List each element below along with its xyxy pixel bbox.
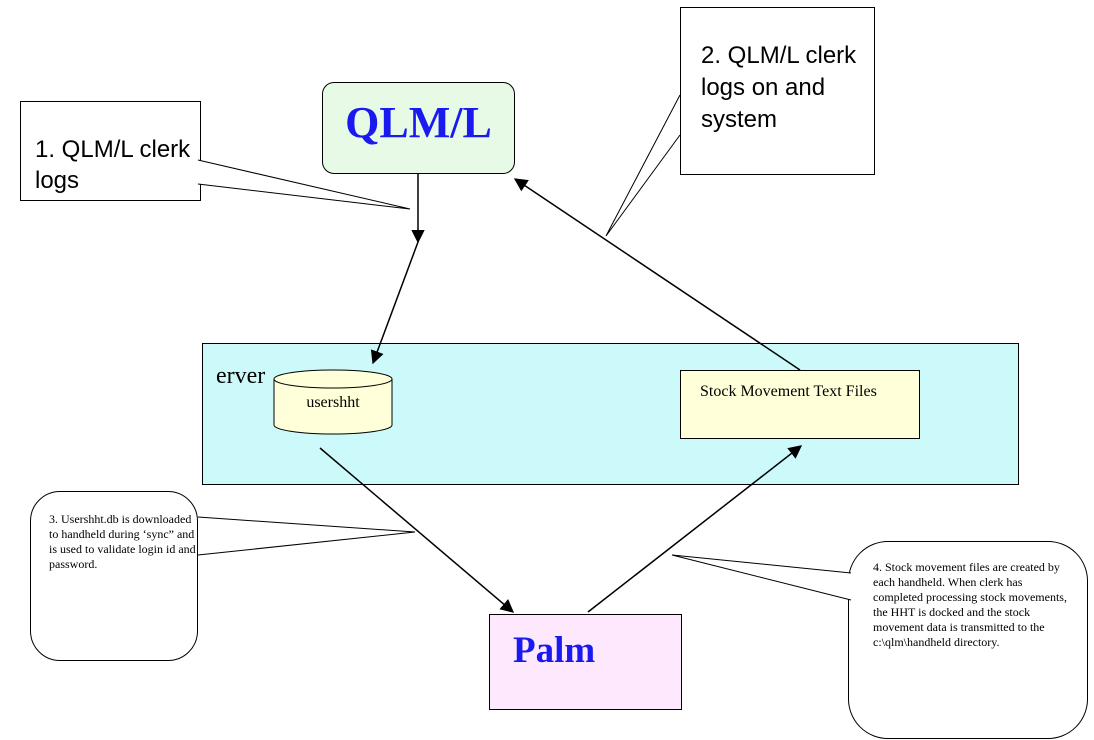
database-to-palm-arrow bbox=[319, 447, 515, 613]
database-label: usershht bbox=[306, 394, 360, 411]
junction-to-database-arrow bbox=[370, 241, 419, 365]
callout-2-text: 2. QLM/L clerk logs on and system bbox=[701, 42, 857, 133]
callout-1-pointer bbox=[197, 159, 411, 210]
callout-4-text: 4. Stock movement files are created by e… bbox=[873, 560, 1067, 649]
callout-2: 2. QLM/L clerk logs on and system bbox=[680, 7, 875, 175]
palm-box: Palm bbox=[489, 614, 682, 710]
palm-title: Palm bbox=[513, 630, 596, 671]
callout-4-pointer bbox=[671, 554, 852, 601]
callout-1: 1. QLM/L clerk logs bbox=[20, 101, 201, 201]
server-label: erver bbox=[216, 363, 266, 389]
callout-4: 4. Stock movement files are created by e… bbox=[848, 541, 1088, 739]
qlm-title: QLM/L bbox=[345, 98, 492, 147]
palm-to-stock-arrow bbox=[587, 445, 803, 613]
qlm-box: QLM/L bbox=[322, 82, 515, 174]
callout-2-pointer bbox=[605, 94, 681, 237]
stock-movement-box: Stock Movement Text Files bbox=[680, 370, 920, 439]
callout-3-pointer bbox=[197, 516, 416, 556]
callout-1-text: 1. QLM/L clerk logs bbox=[35, 136, 191, 194]
callout-3: 3. Usershht.db is downloaded to handheld… bbox=[30, 491, 198, 661]
stock-movement-label: Stock Movement Text Files bbox=[700, 383, 877, 400]
callout-3-text: 3. Usershht.db is downloaded to handheld… bbox=[49, 512, 196, 571]
stock-to-qlm-arrow bbox=[513, 178, 801, 371]
